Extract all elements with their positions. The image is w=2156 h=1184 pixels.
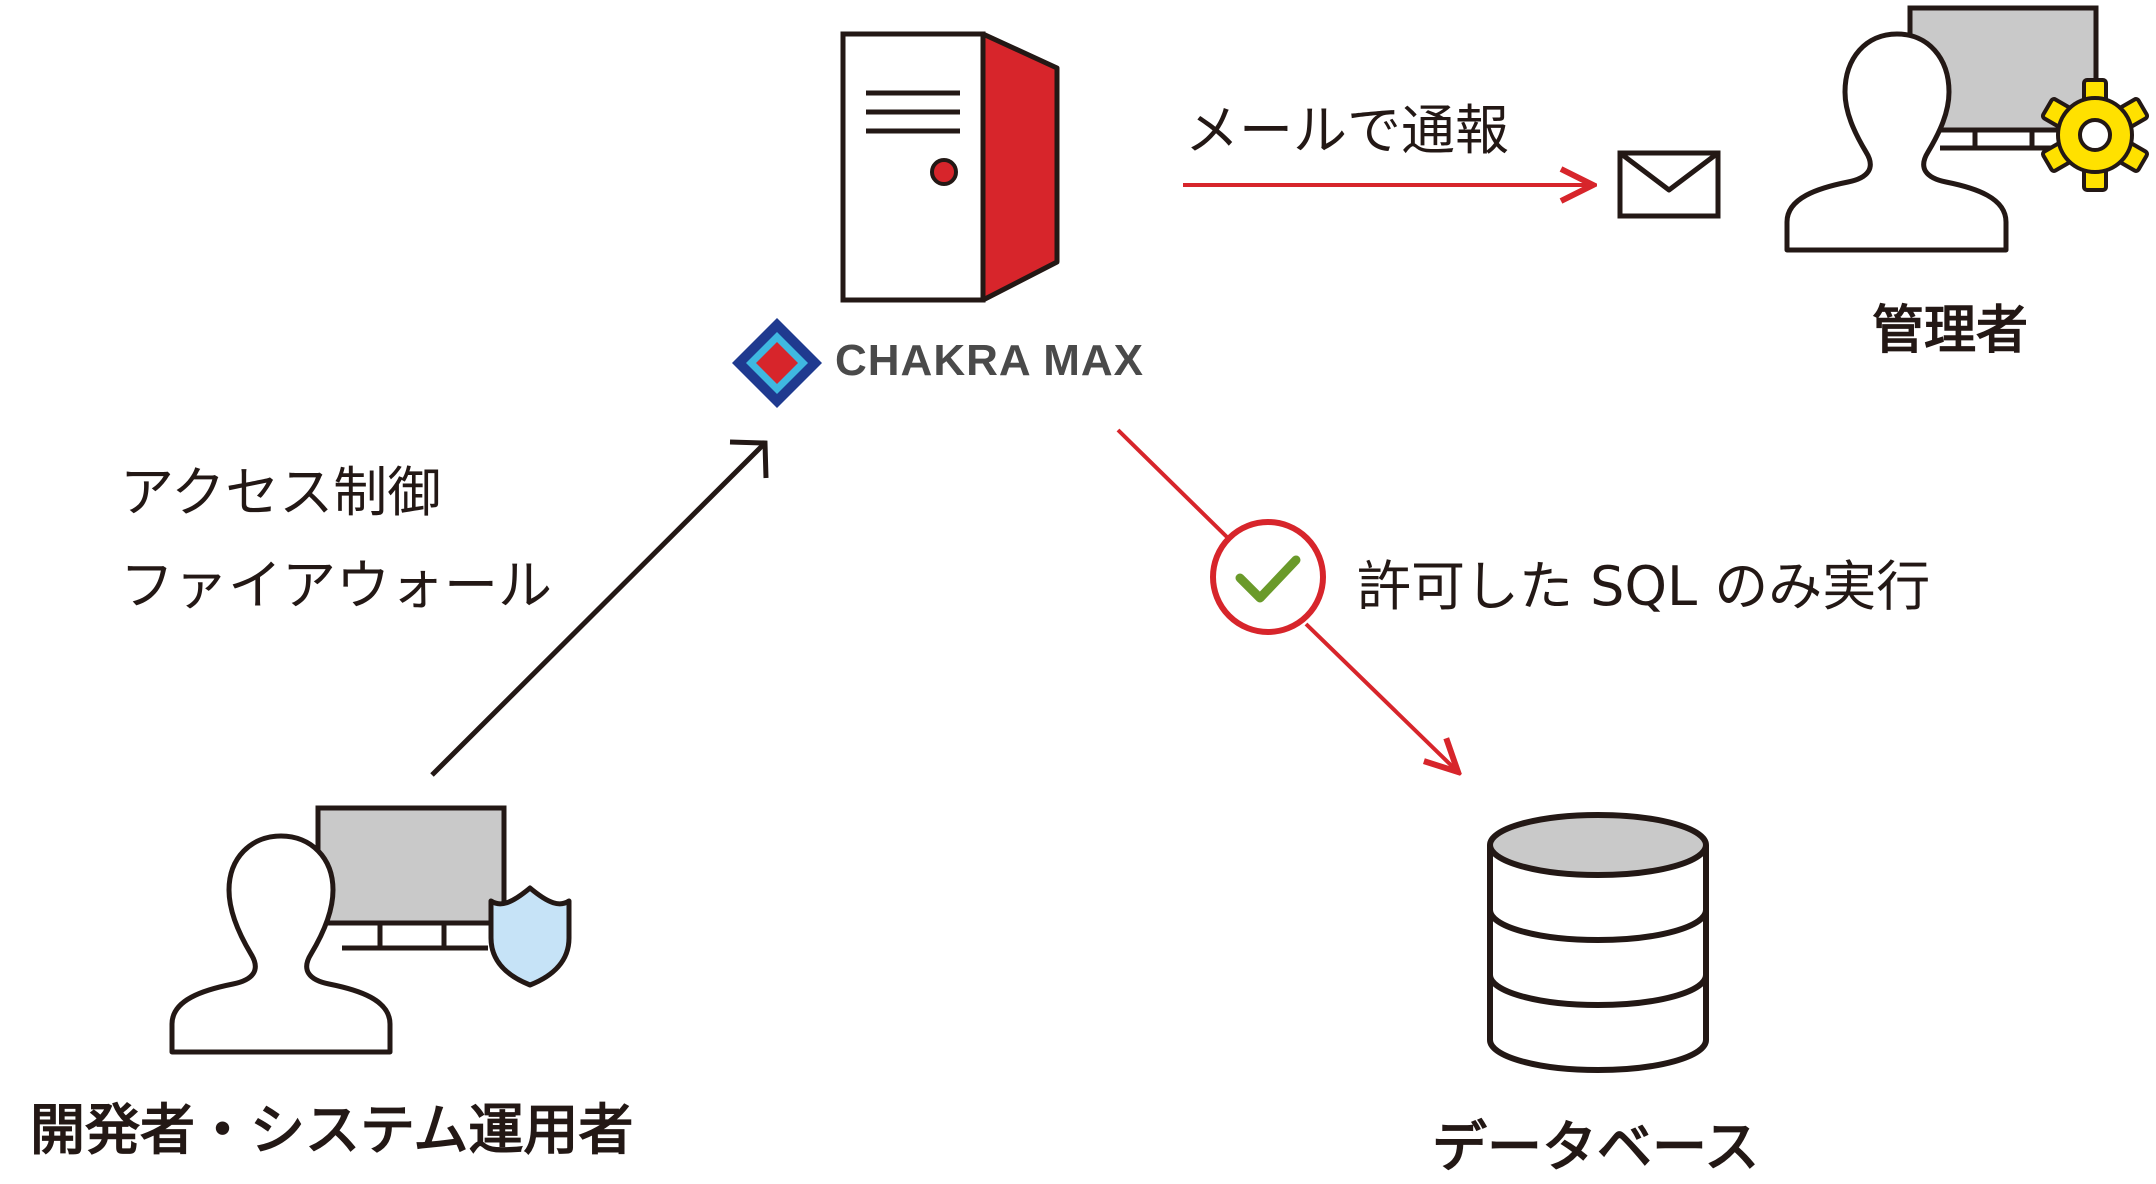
check-icon [1210, 519, 1326, 635]
firewall-label: ファイアウォール [120, 554, 552, 617]
access-arrow [430, 439, 769, 777]
gear-icon [2040, 78, 2150, 192]
database-icon [1487, 812, 1709, 1073]
chakra-max-logo-icon [732, 318, 822, 408]
developer-monitor-icon [315, 805, 507, 951]
sql-arrow [1116, 428, 1458, 772]
access-control-label: アクセス制御 [120, 461, 442, 524]
email-notify-label: メールで通報 [1185, 99, 1509, 162]
admin-user-icon [1784, 31, 2009, 253]
mail-icon [1617, 150, 1721, 219]
database-label: データベース [1432, 1115, 1760, 1179]
shield-icon [488, 885, 572, 988]
allowed-sql-label: 許可した SQL のみ実行 [1357, 555, 1931, 618]
developer-label: 開発者・システム運用者 [30, 1098, 634, 1162]
admin-label: 管理者 [1872, 301, 2029, 361]
developer-user-icon [169, 833, 393, 1055]
server-icon [840, 31, 1060, 303]
brand-name: CHAKRA MAX [835, 336, 1145, 385]
